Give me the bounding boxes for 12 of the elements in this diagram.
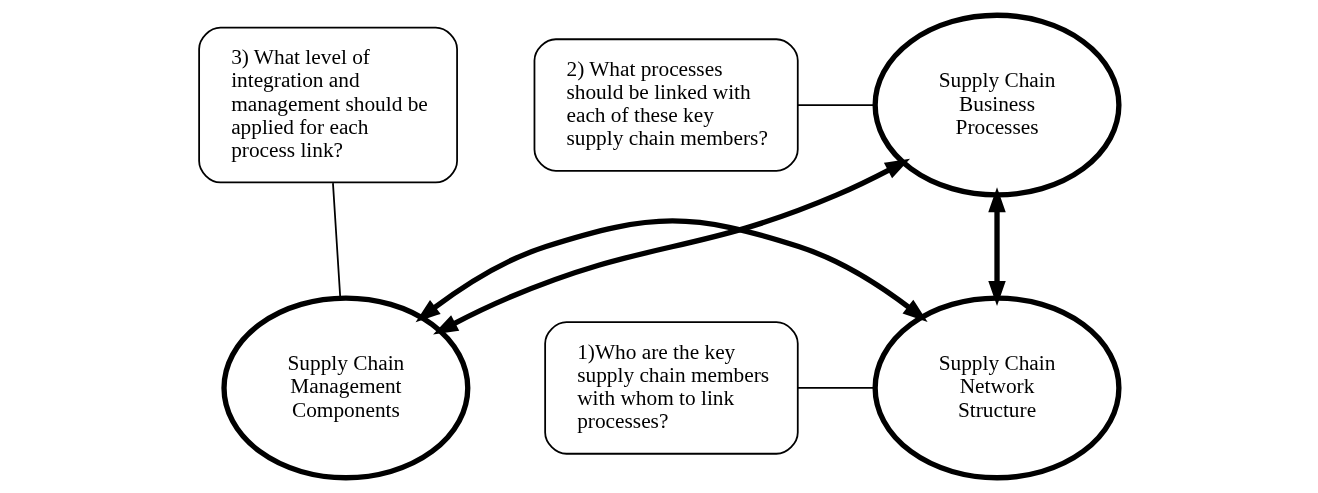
node-box: 1)Who are the key supply chain members with whom to link processes? (544, 321, 799, 455)
node-ellipse: Supply Chain Business Processes (872, 12, 1122, 198)
connector (332, 182, 342, 299)
node-ellipse: Supply Chain Network Structure (872, 295, 1122, 481)
connector (797, 104, 876, 106)
connector (797, 387, 876, 389)
node-box: 2) What processes should be linked with each of these key supply chain members? (533, 38, 799, 172)
arrow (988, 187, 1006, 306)
arrow (433, 158, 911, 335)
arrow (415, 218, 928, 323)
node-box: 3) What level of integration and management should be applied for each process link? (198, 26, 458, 184)
node-ellipse: Supply Chain Management Components (221, 295, 471, 481)
